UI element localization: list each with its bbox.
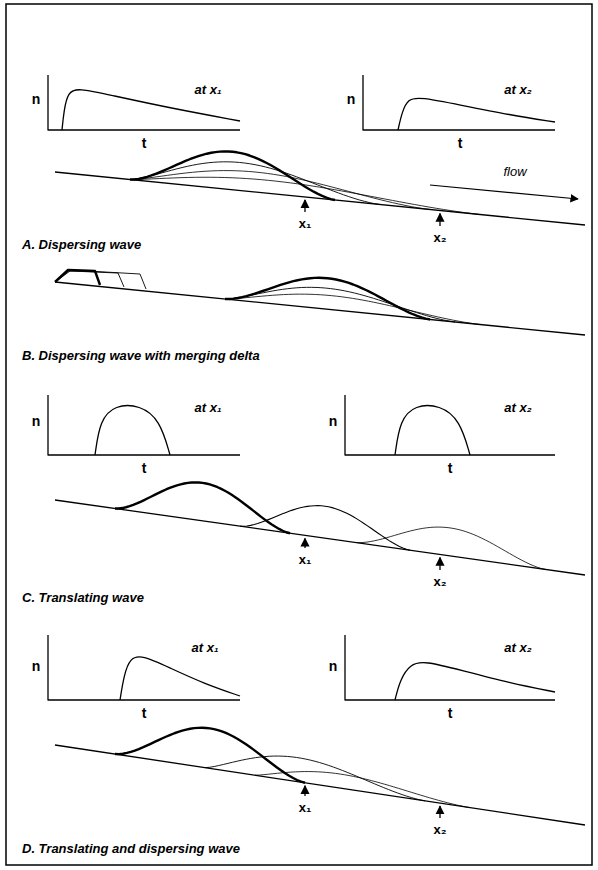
position-marker: [439, 806, 440, 818]
delta-profile: [55, 270, 100, 285]
plot-axes: [48, 75, 240, 130]
position-marker: [304, 200, 305, 212]
panel-title: D. Translating and dispersing wave: [22, 842, 240, 856]
station-label: at x₂: [504, 641, 531, 655]
concentration-curve: [395, 663, 555, 700]
concentration-curve: [120, 657, 240, 700]
station-label: at x₁: [195, 401, 222, 415]
position-marker: [439, 214, 440, 227]
bed-wave-profile: [130, 151, 335, 200]
concentration-curve: [398, 98, 555, 130]
station-label: at x₂: [504, 401, 531, 415]
axis-label: t: [142, 706, 147, 721]
axis-label: n: [32, 659, 41, 674]
bed-line: [55, 500, 585, 575]
position-marker: [439, 557, 440, 570]
flow-arrow: [430, 185, 578, 199]
concentration-curve: [395, 406, 470, 455]
bed-line: [55, 282, 585, 335]
bed-wave-profile: [115, 728, 305, 783]
bed-wave-profile: [205, 756, 425, 801]
position-label: x₂: [433, 231, 446, 245]
axis-label: t: [142, 136, 147, 151]
axis-label: t: [458, 136, 463, 151]
axis-label: n: [32, 414, 41, 429]
axis-label: n: [329, 659, 338, 674]
bed-wave-profile: [130, 171, 430, 210]
bed-line: [55, 745, 585, 825]
bed-wave-profile: [355, 527, 545, 569]
plot-axes: [345, 635, 555, 700]
station-label: at x₁: [192, 641, 219, 655]
axis-label: t: [448, 706, 453, 721]
axis-label: t: [142, 461, 147, 476]
panel-title: A. Dispersing wave: [22, 238, 141, 252]
axis-label: n: [329, 414, 338, 429]
bed-wave-profile: [115, 482, 290, 533]
plot-axes: [48, 635, 240, 700]
station-label: at x₂: [504, 83, 531, 97]
frame: [6, 4, 592, 865]
bed-wave-profile: [225, 278, 430, 320]
panel-title: B. Dispersing wave with merging delta: [22, 349, 260, 363]
position-label: x₁: [299, 801, 312, 815]
position-label: x₂: [433, 823, 446, 837]
flow-label: flow: [503, 165, 526, 179]
axis-label: n: [32, 92, 41, 107]
plot-axes: [48, 395, 240, 455]
bed-wave-profile: [255, 772, 470, 808]
position-label: x₁: [299, 553, 312, 567]
plot-axes: [345, 395, 555, 455]
concentration-curve: [95, 406, 170, 455]
station-label: at x₁: [195, 83, 222, 97]
axis-label: n: [347, 92, 356, 107]
delta-profile: [55, 270, 146, 289]
position-label: x₂: [433, 575, 446, 589]
plot-axes: [363, 75, 555, 130]
position-label: x₁: [299, 217, 312, 231]
panel-title: C. Translating wave: [22, 591, 144, 605]
axis-label: t: [448, 461, 453, 476]
position-marker: [304, 786, 305, 796]
bed-wave-profile: [240, 506, 410, 551]
position-marker: [304, 538, 305, 548]
delta-profile: [55, 271, 124, 287]
